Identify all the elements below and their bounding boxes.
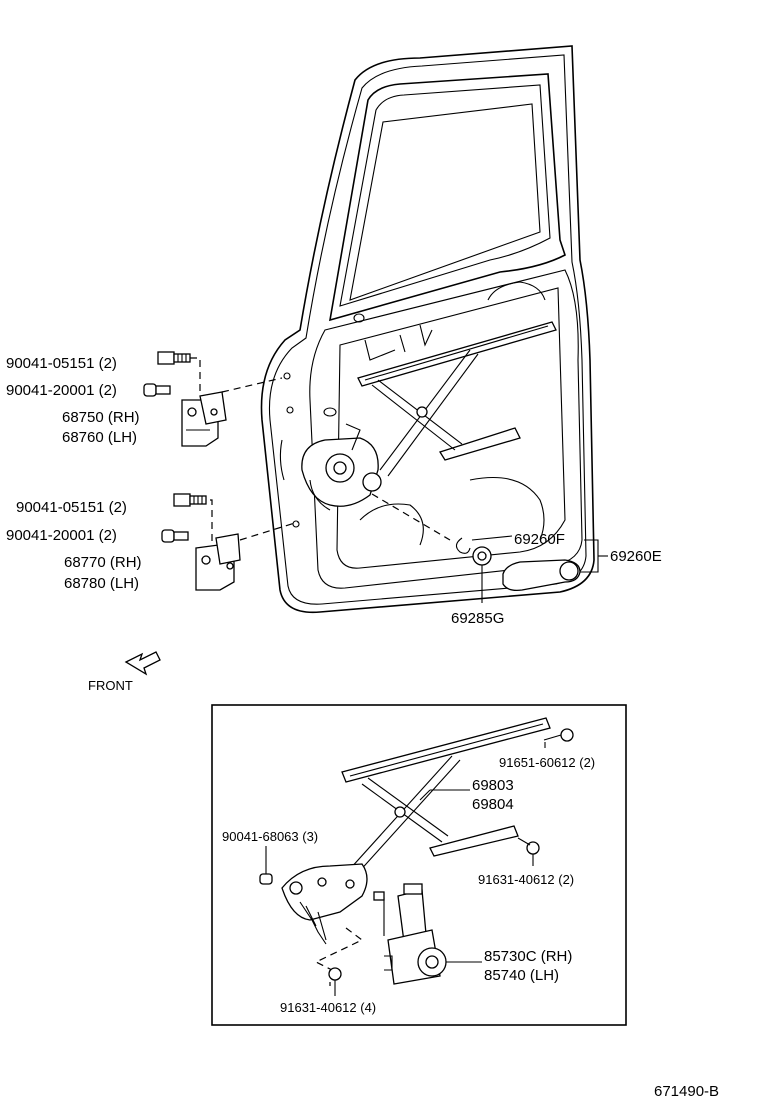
label-handle-e: 69260E <box>610 548 662 565</box>
label-motor-bolt: 91631-40612 (4) <box>280 1000 376 1015</box>
label-regulator-screw: 90041-68063 (3) <box>222 829 318 844</box>
front-arrow-icon <box>124 651 161 676</box>
lower-hinge-group <box>161 493 299 591</box>
handle-clip-icon <box>455 537 471 554</box>
label-lower-hinge-screw: 90041-20001 (2) <box>6 527 117 544</box>
label-upper-hinge-bolt: 90041-05151 (2) <box>6 355 117 372</box>
label-upper-hinge-lh: 68760 (LH) <box>62 429 137 446</box>
hinge-bolt-icon <box>173 493 207 507</box>
hinge-screw-icon <box>161 529 189 543</box>
label-upper-hinge-rh: 68750 (RH) <box>62 409 140 426</box>
regulator-detail <box>259 717 574 986</box>
hinge-screw-icon <box>143 383 171 397</box>
handle-plate-icon <box>472 546 492 566</box>
upper-hinge-icon <box>181 391 227 447</box>
bolt-icon-motor <box>328 967 342 981</box>
bolt-icon-right <box>517 837 540 855</box>
window-motor-icon <box>373 883 447 985</box>
label-regulator-bolt-top: 91651-60612 (2) <box>499 755 595 770</box>
label-upper-hinge-screw: 90041-20001 (2) <box>6 382 117 399</box>
lower-hinge-icon <box>195 533 241 591</box>
screw-icon-left <box>259 846 273 885</box>
hinge-bolt-icon <box>157 351 191 365</box>
label-lower-hinge-lh: 68780 (LH) <box>64 575 139 592</box>
window-handle-icon <box>502 559 581 592</box>
label-front: FRONT <box>88 678 133 693</box>
label-lower-hinge-rh: 68770 (RH) <box>64 554 142 571</box>
regulator-detail-box <box>211 704 627 1026</box>
window-handle-group <box>371 493 581 603</box>
label-motor-lh: 85740 (LH) <box>484 967 559 984</box>
label-regulator-rh: 69803 <box>472 777 514 794</box>
label-regulator-lh: 69804 <box>472 796 514 813</box>
label-handle-plate: 69285G <box>451 610 504 627</box>
label-lower-hinge-bolt: 90041-05151 (2) <box>16 499 127 516</box>
regulator-in-door <box>301 321 557 511</box>
bolt-icon-top <box>543 728 574 742</box>
label-handle-f: 69260F <box>514 531 565 548</box>
upper-hinge-group <box>143 351 283 447</box>
label-regulator-bolt-right: 91631-40612 (2) <box>478 872 574 887</box>
label-motor-rh: 85730C (RH) <box>484 948 572 965</box>
diagram-code: 671490-B <box>654 1083 719 1100</box>
